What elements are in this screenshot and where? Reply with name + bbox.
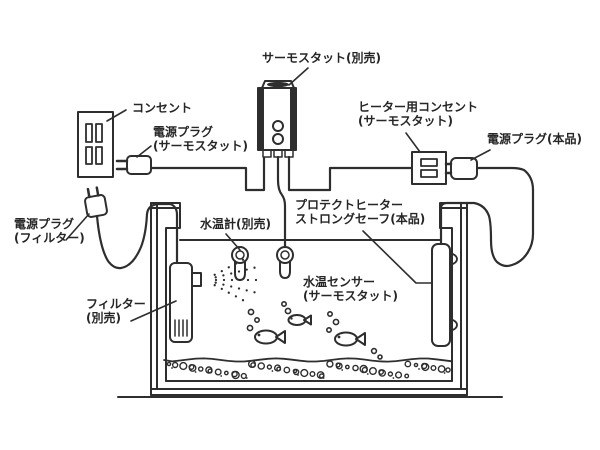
tank <box>117 202 503 398</box>
label-protect-heater: プロテクトヒーター ストロングセーフ(本品) <box>295 198 426 226</box>
thermometer-icon <box>231 246 249 281</box>
label-plug-filter: 電源プラグ (フィルター) <box>14 217 85 245</box>
water-sensor-icon <box>276 246 294 279</box>
fish-icons <box>254 314 366 347</box>
sensor-cord <box>276 155 287 249</box>
bubble-icons <box>246 300 383 360</box>
filter-plug-icon <box>84 186 179 270</box>
label-water-sensor: 水温センサー (サーモスタット) <box>303 275 398 303</box>
gravel <box>163 357 453 380</box>
thermostat-icon <box>257 80 297 158</box>
label-plug-product: 電源プラグ(本品) <box>487 132 582 146</box>
filter-spray <box>213 258 258 302</box>
filter-icon <box>169 262 202 343</box>
wall-outlet-icon <box>77 111 114 178</box>
heater-cord <box>439 166 535 268</box>
label-plug-thermostat: 電源プラグ (サーモスタット) <box>153 125 248 153</box>
label-outlet: コンセント <box>132 101 193 115</box>
label-filter: フィルター (別売) <box>86 297 146 325</box>
thermostat-plug-icon <box>115 155 266 192</box>
label-thermostat: サーモスタット(別売) <box>262 51 381 65</box>
leader-lines <box>65 67 491 322</box>
label-thermometer: 水温計(別売) <box>200 217 271 231</box>
heater-socket-icon <box>411 151 447 185</box>
label-heater-outlet: ヒーター用コンセント (サーモスタット) <box>358 100 479 128</box>
product-plug-icon <box>444 157 478 180</box>
protect-heater-icon <box>431 243 458 347</box>
heater-socket-cord <box>287 155 414 192</box>
